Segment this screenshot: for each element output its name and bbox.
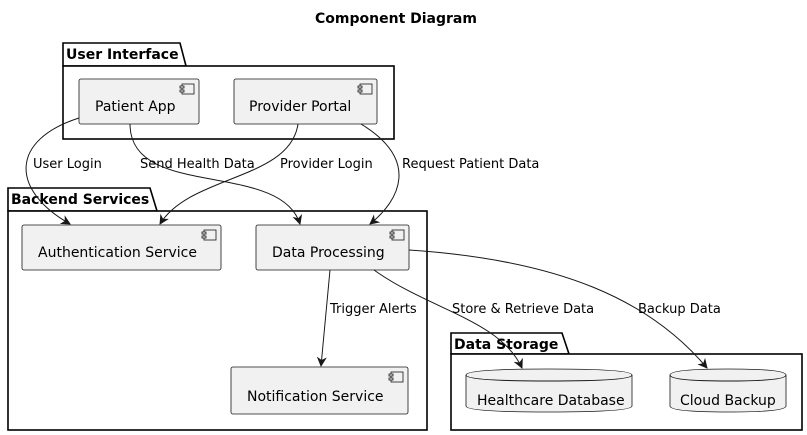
edge-store-retrieve: [373, 269, 523, 369]
edge-backup-data: [408, 249, 708, 369]
package-label-data-storage: Data Storage: [454, 337, 558, 353]
edge-label-backup-data: Backup Data: [638, 302, 721, 317]
component-authentication-service: Authentication Service: [21, 224, 222, 271]
database-cloud-backup: Cloud Backup: [669, 368, 787, 413]
edge-label-user-login: User Login: [33, 157, 102, 172]
component-patient-app: Patient App: [78, 78, 200, 125]
component-data-processing: Data Processing: [255, 224, 410, 271]
patient-app-label: Patient App: [95, 99, 176, 115]
healthcare-database-label: Healthcare Database: [477, 393, 625, 409]
package-label-backend-services: Backend Services: [11, 192, 149, 208]
edge-send-health-data: [129, 123, 303, 225]
database-healthcare: Healthcare Database: [465, 368, 633, 413]
edge-label-request-patient-data: Request Patient Data: [402, 157, 539, 172]
provider-portal-label: Provider Portal: [249, 99, 351, 115]
edge-user-login: [25, 117, 80, 225]
edge-request-patient-data: [360, 123, 400, 225]
cloud-backup-label: Cloud Backup: [680, 393, 776, 409]
edge-label-trigger-alerts: Trigger Alerts: [329, 302, 417, 317]
package-label-user-interface: User Interface: [66, 47, 179, 63]
diagram-title: Component Diagram: [315, 11, 477, 27]
notification-service-label: Notification Service: [247, 389, 384, 405]
component-notification-service: Notification Service: [230, 366, 409, 415]
edge-label-send-health-data: Send Health Data: [140, 157, 255, 172]
data-processing-label: Data Processing: [272, 245, 385, 261]
authentication-service-label: Authentication Service: [38, 245, 197, 261]
edge-trigger-alerts: [316, 269, 331, 367]
edge-label-store-retrieve: Store & Retrieve Data: [452, 302, 594, 317]
edge-label-provider-login: Provider Login: [280, 157, 373, 172]
edge-provider-login: [159, 123, 299, 225]
component-provider-portal: Provider Portal: [233, 78, 378, 125]
